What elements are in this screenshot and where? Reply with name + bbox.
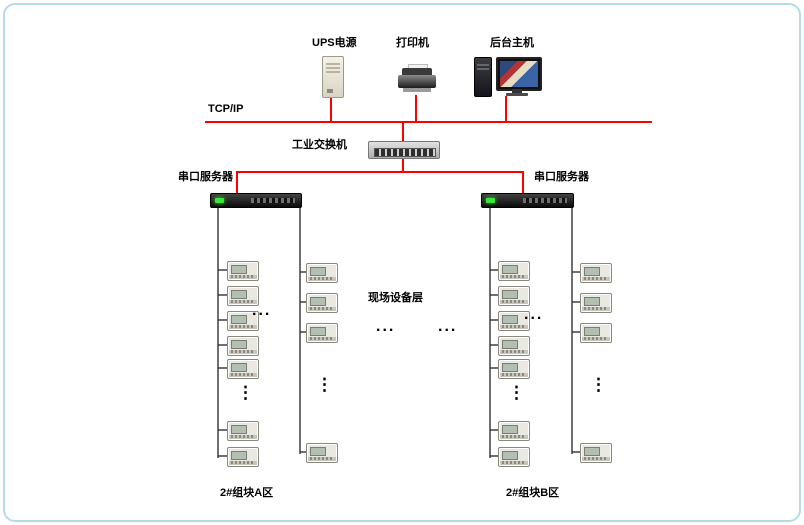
printer-label: 打印机 bbox=[396, 37, 429, 49]
field-layer-label: 现场设备层 bbox=[368, 292, 423, 304]
bus-lines-zone-a bbox=[217, 206, 307, 458]
ups-label: UPS电源 bbox=[312, 37, 357, 49]
zone-a-label: 2#组块A区 bbox=[220, 487, 274, 499]
meter-device bbox=[306, 293, 338, 313]
host-computer-icon bbox=[474, 55, 542, 97]
meter-device bbox=[227, 311, 259, 331]
meter-device bbox=[227, 286, 259, 306]
meter-device bbox=[227, 447, 259, 467]
ellipsis-zone-b: ... bbox=[524, 306, 544, 323]
ellipsis-middle-right: ... bbox=[438, 318, 458, 335]
meter-device bbox=[498, 359, 530, 379]
meter-device bbox=[306, 323, 338, 343]
vertical-ellipsis-b-left: ⋮ bbox=[508, 383, 525, 402]
server-led-icon bbox=[486, 198, 495, 203]
meter-device bbox=[498, 311, 530, 331]
meter-device bbox=[227, 261, 259, 281]
monitor-stand bbox=[512, 89, 522, 93]
printer-tray bbox=[403, 88, 431, 92]
meter-device bbox=[498, 336, 530, 356]
ups-device-icon bbox=[322, 56, 344, 98]
meter-device bbox=[580, 263, 612, 283]
meter-device bbox=[227, 421, 259, 441]
diagram-border bbox=[3, 3, 801, 522]
computer-tower bbox=[474, 57, 492, 97]
meter-device bbox=[498, 261, 530, 281]
serial-server-a-label: 串口服务器 bbox=[178, 171, 233, 183]
meter-device bbox=[306, 263, 338, 283]
ellipsis-middle-left: ... bbox=[376, 318, 396, 335]
ellipsis-zone-a: ... bbox=[252, 302, 272, 319]
printer-device-icon bbox=[398, 64, 436, 94]
computer-screen bbox=[500, 61, 538, 87]
meter-device bbox=[227, 336, 259, 356]
vertical-ellipsis-a-right: ⋮ bbox=[316, 375, 333, 394]
meter-device bbox=[580, 293, 612, 313]
vertical-ellipsis-b-right: ⋮ bbox=[590, 375, 607, 394]
meter-device bbox=[227, 359, 259, 379]
meter-device bbox=[498, 421, 530, 441]
monitor-base bbox=[506, 93, 528, 96]
zone-b-label: 2#组块B区 bbox=[506, 487, 560, 499]
printer-body bbox=[398, 75, 436, 88]
meter-device bbox=[498, 447, 530, 467]
computer-monitor bbox=[496, 57, 542, 91]
switch-to-servers-lines bbox=[236, 157, 524, 193]
meter-device bbox=[498, 286, 530, 306]
serial-server-b-icon bbox=[481, 193, 574, 208]
vertical-ellipsis-a-left: ⋮ bbox=[237, 383, 254, 402]
meter-device bbox=[580, 443, 612, 463]
host-label: 后台主机 bbox=[490, 37, 534, 49]
meter-device bbox=[580, 323, 612, 343]
server-ports bbox=[523, 198, 567, 203]
bus-lines-zone-b bbox=[489, 206, 581, 458]
tcpip-label: TCP/IP bbox=[208, 103, 244, 115]
meter-device bbox=[306, 443, 338, 463]
printer-lid bbox=[402, 68, 432, 76]
server-led-icon bbox=[215, 198, 224, 203]
serial-server-a-icon bbox=[210, 193, 302, 208]
tcpip-backbone-lines bbox=[205, 95, 652, 141]
switch-ports bbox=[374, 148, 436, 157]
industrial-switch-icon bbox=[368, 141, 440, 159]
server-ports bbox=[251, 198, 295, 203]
switch-label: 工业交换机 bbox=[292, 139, 347, 151]
serial-server-b-label: 串口服务器 bbox=[534, 171, 589, 183]
